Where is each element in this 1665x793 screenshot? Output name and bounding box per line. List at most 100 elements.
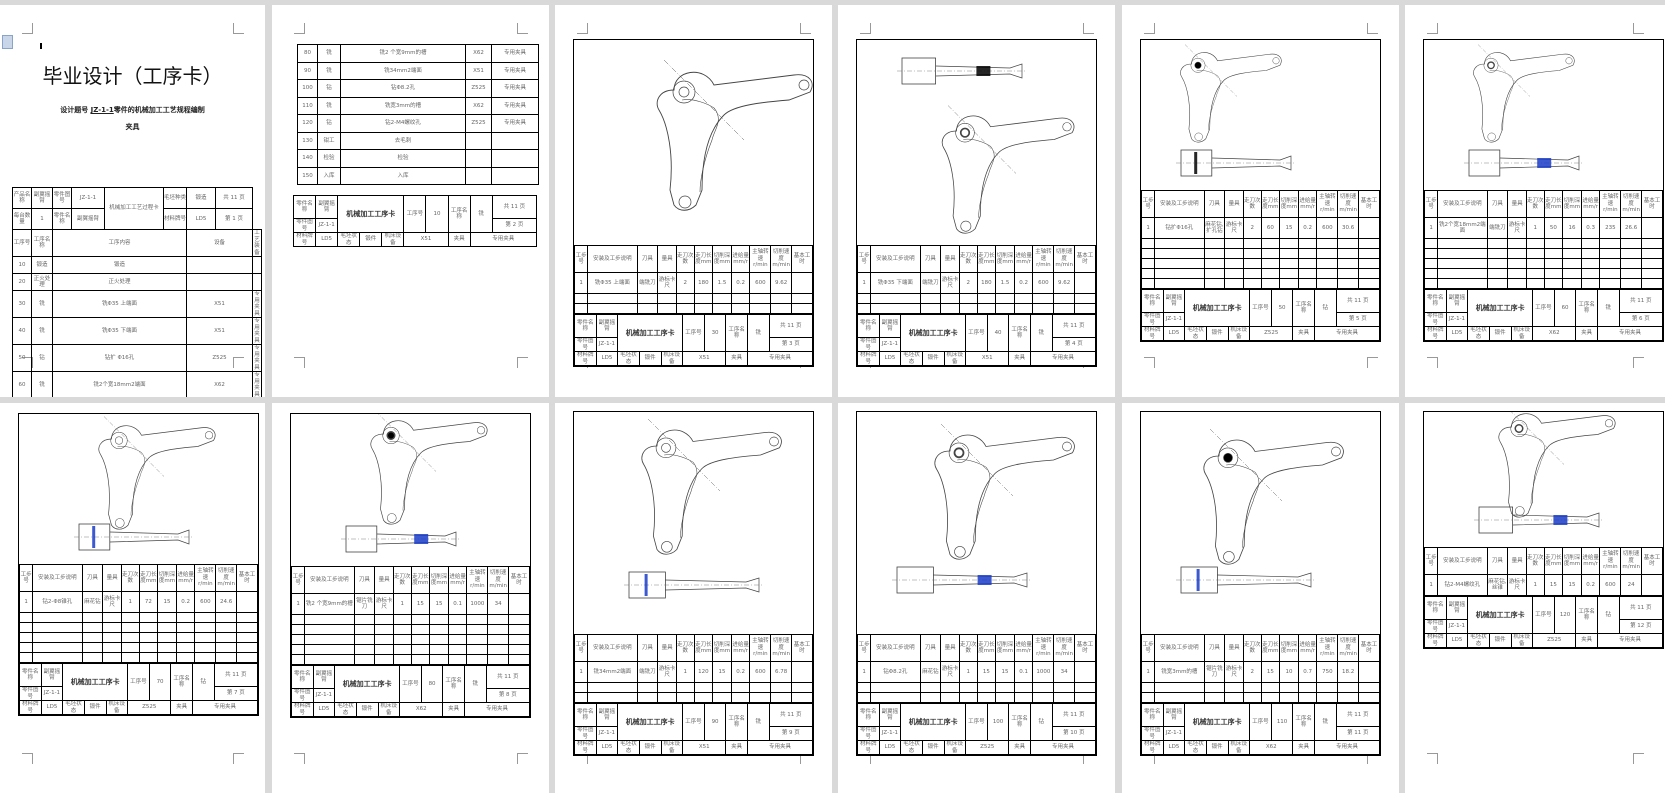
op-no-label: 工序号 [399,665,422,703]
machine-value: X62 [1249,740,1294,755]
part-name-label: 零件名称 [857,703,880,727]
empty-cell [374,644,394,655]
boss-circle [1223,452,1233,463]
step-column-header: 进给量mm/r [1580,190,1601,218]
empty-cell [81,632,104,643]
empty-cell [1620,258,1643,269]
step-column-header: 主轴转速r/min [1316,634,1339,662]
step-column-header: 切削深度mm [712,634,732,662]
step-column-header: 刀具 [1486,190,1509,218]
step-cell: 0.2 [1013,272,1034,294]
step-column-header: 走刀长度mm [1260,634,1281,662]
empty-step-row [856,682,1096,693]
step-cell: 端铣刀 [636,661,659,683]
step-column-header: 切削深度mm [157,564,177,592]
cover-subtitle-line2: 夹具 [125,123,140,131]
step-column-header: 切削深度mm [995,245,1015,273]
step-column-header: 工步号 [573,245,589,273]
part-name-value: 副翼摇臂 [878,703,902,727]
empty-cell [940,682,960,693]
crop-mark [22,753,33,764]
empty-cell [1053,682,1076,693]
table-cell: 专用夹具 [491,61,539,80]
step-cell: 9.62 [770,272,793,294]
document-page[interactable]: 毕业设计（工序卡）设计题号 JZ-1-1零件的机械加工工艺规程编制夹具产品名称副… [0,5,265,397]
step-cell: 1 [1525,574,1545,596]
empty-cell [1562,268,1582,279]
blank-state-value: 锻件 [1205,326,1229,341]
table-cell: 铣 [317,44,341,63]
empty-cell [1337,682,1360,693]
empty-cell [573,692,589,703]
step-column-header: 工步号 [1140,634,1156,662]
empty-step-row [18,622,258,633]
empty-cell [995,293,1015,304]
part-outline [681,99,719,193]
boss-circle [955,123,975,143]
empty-cell [392,634,412,645]
part-name-label: 零件名称 [1424,596,1447,620]
header-cell-part-name: 副翼摇臂 [71,208,105,230]
empty-cell [712,293,732,304]
step-cell: 1 [958,661,978,683]
empty-cell [712,682,732,693]
empty-cell [1641,248,1663,259]
step-column-header: 基本工时 [1074,634,1096,662]
step-cell: 15 [410,593,431,615]
step-column-header: 量具 [657,634,677,662]
table-cell: 专用夹具 [252,344,262,372]
table-cell: 钻 [31,344,53,372]
empty-cell [487,614,510,625]
side-view-drawing [1464,149,1584,177]
empty-cell [1562,258,1582,269]
header-cell-page: 第 1 页 [215,208,253,230]
crop-mark [1633,753,1644,764]
machine-label: 机床设备 [1510,633,1534,648]
step-column-header: 安装及工步说明 [1154,190,1205,218]
empty-cell [1154,248,1205,259]
table-cell: 专用夹具 [491,44,539,63]
total-pages: 共 11 页 [1335,703,1381,727]
op-name-label: 工序名称 [447,195,471,233]
empty-cell [1297,248,1318,259]
boss-circle [1190,57,1206,73]
empty-cell [157,632,177,643]
step-column-header: 量具 [374,566,394,594]
empty-cell [1224,248,1244,259]
material-label: 材料牌号 [1141,740,1164,755]
empty-cell [791,692,813,703]
boss-circle [476,426,486,435]
empty-cell [304,644,355,655]
empty-cell [1140,692,1156,703]
empty-cell [1543,278,1564,289]
empty-step-row [573,692,813,703]
step-column-header: 安装及工步说明 [304,566,355,594]
fixture-value: 专用夹具 [469,232,538,247]
process-sketch [341,414,488,553]
empty-cell [487,644,510,655]
op-name-value: 钻 [192,663,215,701]
empty-cell [636,682,659,693]
part-drawing [656,59,813,211]
